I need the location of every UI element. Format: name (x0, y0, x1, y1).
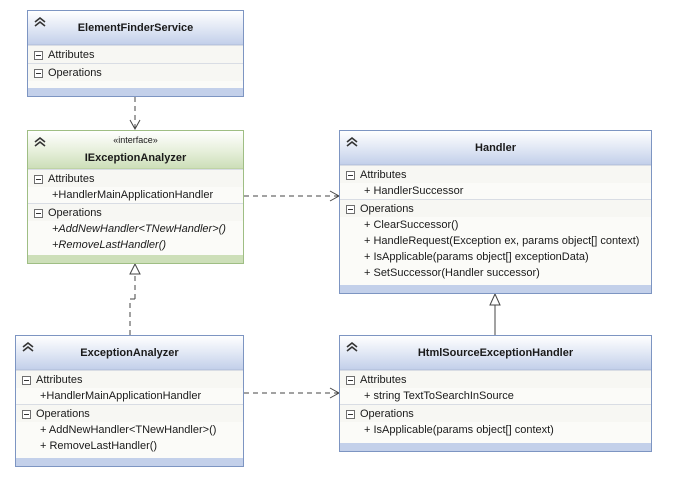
class-header: Handler (340, 131, 651, 165)
section-label: Attributes (360, 169, 407, 181)
operation-item[interactable]: + ClearSuccessor() (340, 217, 651, 233)
collapse-box-icon[interactable] (34, 51, 43, 60)
attribute-item[interactable]: +HandlerMainApplicationHandler (28, 187, 243, 203)
class-footer (340, 443, 651, 451)
operation-item[interactable]: + HandleRequest(Exception ex, params obj… (340, 233, 651, 249)
operation-item[interactable]: + SetSuccessor(Handler successor) (340, 265, 651, 281)
attributes-section-header[interactable]: Attributes (340, 165, 651, 183)
attributes-section-header[interactable]: Attributes (340, 370, 651, 388)
association-exceptionanalyzer-to-htmlsource (244, 387, 341, 399)
collapse-box-icon[interactable] (22, 376, 31, 385)
class-elementfinderservice[interactable]: ElementFinderService Attributes Operatio… (27, 10, 244, 97)
class-footer (28, 88, 243, 96)
section-label: Attributes (48, 49, 95, 61)
collapse-box-icon[interactable] (22, 410, 31, 419)
class-name: HtmlSourceExceptionHandler (417, 347, 574, 359)
collapse-chevron-icon[interactable] (345, 341, 359, 353)
class-footer (28, 255, 243, 263)
operation-item[interactable]: + IsApplicable(params object[] context) (340, 422, 651, 438)
operations-section-header[interactable]: Operations (16, 404, 243, 422)
class-footer (340, 285, 651, 293)
attribute-item[interactable]: + string TextToSearchInSource (340, 388, 651, 404)
operation-item[interactable]: +RemoveLastHandler() (28, 237, 243, 253)
operations-section-header[interactable]: Operations (28, 203, 243, 221)
operations-section-header[interactable]: Operations (340, 404, 651, 422)
section-label: Attributes (48, 173, 95, 185)
collapse-chevron-icon[interactable] (33, 136, 47, 148)
operation-item[interactable]: + AddNewHandler<TNewHandler>() (16, 422, 243, 438)
collapse-box-icon[interactable] (346, 376, 355, 385)
collapse-box-icon[interactable] (34, 209, 43, 218)
class-handler[interactable]: Handler Attributes + HandlerSuccessor Op… (339, 130, 652, 294)
stereotype-label: «interface» (113, 135, 158, 145)
collapse-box-icon[interactable] (346, 410, 355, 419)
class-name: ExceptionAnalyzer (80, 347, 179, 359)
section-label: Operations (360, 203, 414, 215)
operation-item[interactable]: + RemoveLastHandler() (16, 438, 243, 454)
collapse-chevron-icon[interactable] (345, 136, 359, 148)
class-header: HtmlSourceExceptionHandler (340, 336, 651, 370)
operation-item[interactable]: +AddNewHandler<TNewHandler>() (28, 221, 243, 237)
section-label: Attributes (360, 374, 407, 386)
class-header: «interface» IExceptionAnalyzer (28, 131, 243, 169)
section-label: Operations (48, 67, 102, 79)
collapse-chevron-icon[interactable] (33, 16, 47, 28)
collapse-box-icon[interactable] (34, 69, 43, 78)
class-name: Handler (475, 142, 516, 154)
association-iexceptionanalyzer-to-handler (244, 190, 341, 202)
generalization-htmlsource-to-handler (489, 292, 501, 335)
operations-section-header[interactable]: Operations (340, 199, 651, 217)
class-htmlsourceexceptionhandler[interactable]: HtmlSourceExceptionHandler Attributes + … (339, 335, 652, 452)
section-label: Operations (48, 207, 102, 219)
attributes-section-header[interactable]: Attributes (16, 370, 243, 388)
class-header: ElementFinderService (28, 11, 243, 45)
section-label: Operations (36, 408, 90, 420)
class-name: ElementFinderService (77, 22, 194, 34)
realization-exceptionanalyzer-to-iexceptionanalyzer (129, 262, 141, 335)
operation-item[interactable]: + IsApplicable(params object[] exception… (340, 249, 651, 265)
attribute-item[interactable]: + HandlerSuccessor (340, 183, 651, 199)
collapse-chevron-icon[interactable] (21, 341, 35, 353)
section-label: Operations (360, 408, 414, 420)
section-label: Attributes (36, 374, 83, 386)
dependency-efs-to-iexceptionanalyzer (129, 97, 141, 131)
interface-iexceptionanalyzer[interactable]: «interface» IExceptionAnalyzer Attribute… (27, 130, 244, 264)
attributes-section-header[interactable]: Attributes (28, 169, 243, 187)
attributes-section-header[interactable]: Attributes (28, 45, 243, 63)
collapse-box-icon[interactable] (34, 175, 43, 184)
class-name: IExceptionAnalyzer (84, 152, 187, 164)
operations-section-header[interactable]: Operations (28, 63, 243, 81)
collapse-box-icon[interactable] (346, 205, 355, 214)
collapse-box-icon[interactable] (346, 171, 355, 180)
class-footer (16, 458, 243, 466)
attribute-item[interactable]: +HandlerMainApplicationHandler (16, 388, 243, 404)
class-exceptionanalyzer[interactable]: ExceptionAnalyzer Attributes +HandlerMai… (15, 335, 244, 467)
class-header: ExceptionAnalyzer (16, 336, 243, 370)
